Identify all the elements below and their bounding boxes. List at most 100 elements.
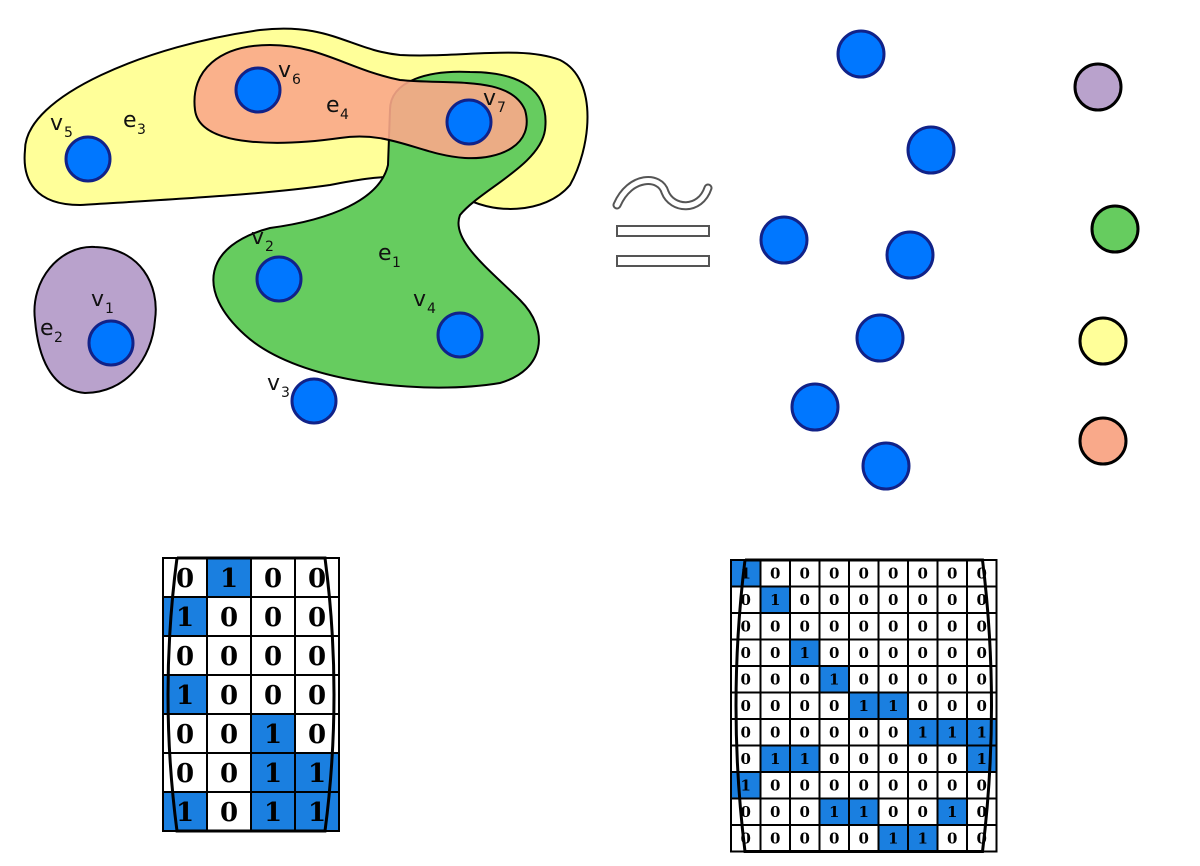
bipartite-matrix-cell-value: 1 [741,565,751,583]
svg-text:v: v [483,86,496,111]
incidence-matrix-cell [250,791,296,832]
vertex-v5 [64,135,112,183]
incidence-matrix-cell-value: 1 [308,798,326,828]
bipartite-matrix-cell-value: 0 [800,671,810,689]
bipartite-matrix-cell-value: 0 [829,565,839,583]
bipartite-vertex-node [759,215,809,265]
bipartite-hyperedge-node-e4 [1078,416,1128,466]
bipartite-matrix-cell-value: 0 [888,803,898,821]
svg-text:2: 2 [265,239,274,255]
bipartite-matrix-cell-value: 0 [947,591,957,609]
bipartite-matrix-cell [907,797,939,826]
bipartite-matrix-cell-value: 1 [859,803,869,821]
vertex-label-v1: v 1 [91,287,114,317]
svg-text:v: v [278,58,291,83]
bipartite-matrix-cell-value: 0 [770,618,780,636]
incidence-matrix-cell-value: 0 [220,759,238,789]
incidence-matrix-cell-value: 0 [264,564,282,594]
incidence-matrix-cell-value: 0 [308,603,326,633]
bipartite-matrix-cell-value: 0 [741,644,751,662]
bipartite-matrix-cell-value: 0 [800,697,810,715]
bipartite-matrix-cell-value: 0 [918,697,928,715]
bipartite-matrix-cell-value: 0 [977,777,987,795]
bipartite-matrix-cell-value: 1 [829,671,839,689]
bipartite-vertex-node [836,29,886,79]
svg-text:3: 3 [281,385,290,401]
bipartite-vertex-node [855,313,905,363]
bipartite-matrix-cell-value: 1 [977,724,987,742]
bipartite-matrix-cell-value: 0 [888,671,898,689]
bipartite-matrix-cell [907,824,939,853]
incidence-matrix-cell-value: 0 [308,681,326,711]
hyperedge-label-e3: e 3 [123,108,146,138]
bipartite-matrix-cell [877,691,909,720]
bipartite-matrix-cell [759,559,791,588]
bipartite-matrix-cell [789,638,821,667]
bipartite-matrix-cell-value: 0 [859,777,869,795]
bipartite-matrix-cell-value: 0 [947,830,957,848]
bipartite-matrix-cell-value: 0 [947,565,957,583]
bipartite-matrix-cell-value: 0 [741,724,751,742]
bipartite-matrix-cell [936,691,968,720]
bipartite-matrix-cell-value: 1 [800,750,810,768]
bipartite-matrix-cell [936,585,968,614]
bipartite-matrix-cell [759,665,791,694]
bipartite-matrix-cell-value: 0 [918,671,928,689]
bipartite-matrix-cell-value: 0 [977,671,987,689]
vertex-label-v2: v 2 [251,225,274,255]
bipartite-matrix-cell-value: 0 [947,644,957,662]
bipartite-matrix-cell-value: 0 [859,750,869,768]
bipartite-vertex-node [906,125,956,175]
incidence-matrix-cell [294,791,340,832]
bipartite-matrix-cell [730,585,762,614]
bipartite-matrix-cell-value: 1 [859,697,869,715]
bipartite-matrix-cell-value: 0 [800,803,810,821]
incidence-matrix-cell-value: 1 [176,603,194,633]
hyperedge-e4 [193,43,528,160]
bipartite-matrix-cell-value: 0 [859,591,869,609]
incidence-matrix-cell-value: 0 [264,603,282,633]
bipartite-matrix-cell-value: 0 [800,724,810,742]
bipartite-matrix-cell [789,585,821,614]
bipartite-matrix-cell-value: 0 [770,803,780,821]
bipartite-matrix-cell [877,559,909,588]
bipartite-matrix-cell-value: 1 [888,697,898,715]
bipartite-matrix-cell-value: 0 [918,565,928,583]
incidence-matrix-cell-value: 0 [308,564,326,594]
svg-text:4: 4 [427,301,436,317]
incidence-matrix-cell-value: 1 [220,564,238,594]
incidence-matrix-cell [250,635,296,676]
bipartite-matrix-cell-value: 0 [977,697,987,715]
incidence-matrix-cell [206,791,252,832]
vertex-v4 [436,311,484,359]
incidence-matrix-cell-value: 0 [220,798,238,828]
bipartite-matrix-cell-value: 0 [918,777,928,795]
svg-text:1: 1 [105,301,114,317]
bipartite-matrix-cell [907,585,939,614]
incidence-matrix-cell-value: 0 [176,720,194,750]
svg-text:e: e [123,108,137,133]
bipartite-matrix-cell-value: 0 [741,618,751,636]
incidence-matrix-cell-value: 1 [264,798,282,828]
bipartite-matrix-cell [759,744,791,773]
bipartite-matrix-cell-value: 0 [947,618,957,636]
bipartite-matrix-cell-value: 0 [741,671,751,689]
svg-text:6: 6 [292,72,301,88]
incidence-matrix-cell-value: 1 [308,759,326,789]
bipartite-matrix-cell-value: 0 [947,671,957,689]
bipartite-matrix-cell-value: 0 [859,565,869,583]
bipartite-matrix-cell-value: 0 [741,803,751,821]
bipartite-matrix-cell-value: 0 [829,777,839,795]
hyperedge-label-e2: e 2 [40,316,63,346]
bipartite-matrix-cell-value: 1 [947,724,957,742]
bipartite-matrix-cell-value: 0 [888,565,898,583]
svg-text:e: e [40,316,54,341]
bipartite-matrix-cell-value: 0 [770,565,780,583]
bipartite-vertex-node [885,230,935,280]
bipartite-matrix-cell-value: 0 [800,591,810,609]
bipartite-matrix-cell-value: 0 [947,750,957,768]
bipartite-matrix-cell-value: 0 [770,777,780,795]
svg-text:4: 4 [340,107,349,123]
